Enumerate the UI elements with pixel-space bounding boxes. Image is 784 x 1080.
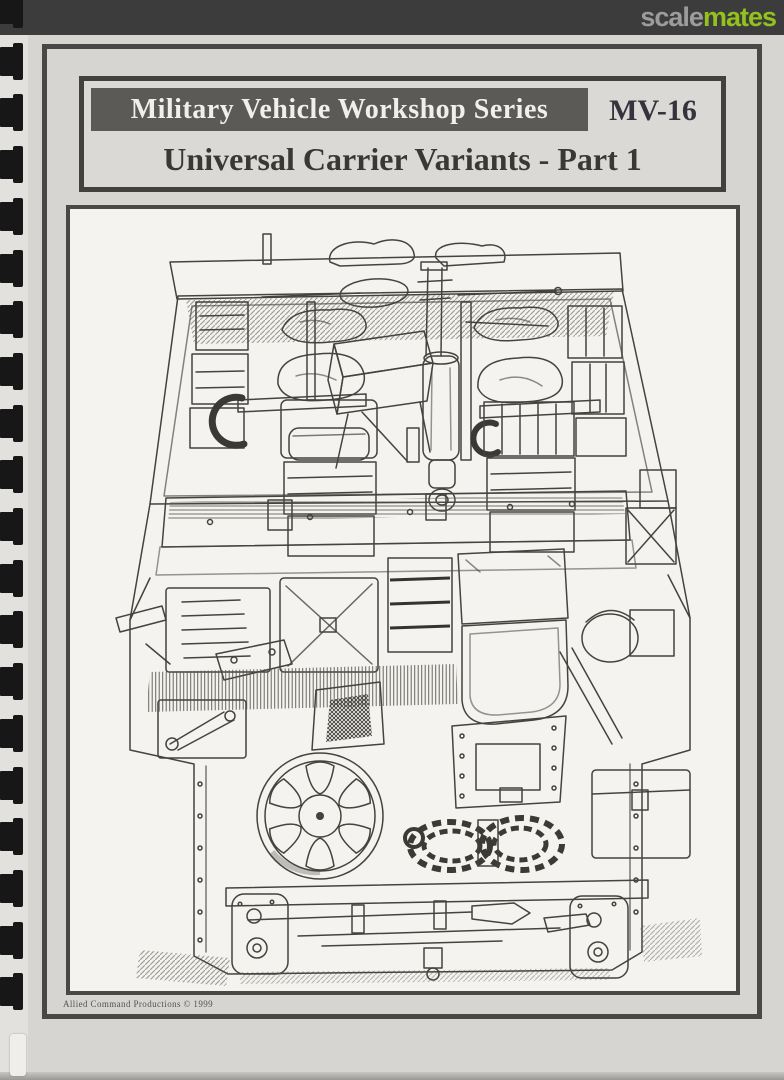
binding-tooth xyxy=(0,973,23,1011)
carrier-illustration xyxy=(115,233,702,986)
binding-tooth xyxy=(0,301,23,339)
left-stowage-bins xyxy=(189,301,249,449)
hull-upper xyxy=(129,233,691,621)
ammo-crate xyxy=(327,330,434,469)
issue-code: MV-16 xyxy=(609,94,697,127)
binding-tooth xyxy=(0,766,23,804)
scalemates-logo-scale: scale xyxy=(640,2,704,32)
right-stowage-bins xyxy=(567,305,677,565)
tow-shackles xyxy=(231,893,629,981)
drive-housing xyxy=(451,715,567,809)
rear-view-mirror xyxy=(115,605,171,665)
right-seat xyxy=(470,399,601,553)
binding-tooth xyxy=(0,714,23,752)
scalemates-logo: scalemates xyxy=(640,0,777,35)
mid-bulkhead xyxy=(155,490,637,576)
scalemates-logo-mates: mates xyxy=(702,2,777,32)
binding-tooth xyxy=(0,0,23,28)
cover-title: Universal Carrier Variants - Part 1 xyxy=(163,141,642,177)
binding-tooth xyxy=(0,42,23,80)
binding-tooth xyxy=(0,146,23,184)
scalemates-watermark-banner: scalemates xyxy=(0,0,784,35)
binding-tooth xyxy=(0,197,23,235)
binding-tooth xyxy=(0,559,23,597)
cover-outer-frame xyxy=(42,44,762,1019)
binding-tooth xyxy=(0,869,23,907)
bow-tools xyxy=(225,879,649,947)
hull-lower xyxy=(129,574,691,975)
tow-chains xyxy=(403,815,565,873)
ground-shading xyxy=(136,918,702,986)
binding-tooth xyxy=(0,921,23,959)
binding-tooth xyxy=(0,249,23,287)
binding-tooth xyxy=(0,508,23,545)
top-stowage xyxy=(261,239,563,327)
binding-tooth xyxy=(0,663,23,701)
spare-wheel xyxy=(256,752,384,880)
illustration-frame xyxy=(66,205,740,995)
binding-tooth xyxy=(0,352,23,390)
binding-punch-slot xyxy=(10,1034,26,1076)
front-plate-fittings xyxy=(146,548,675,759)
left-seat xyxy=(208,301,378,557)
publisher-imprint: Allied Command Productions © 1999 xyxy=(63,999,214,1009)
binding-tooth xyxy=(0,818,23,856)
binding-tooth xyxy=(0,456,23,494)
series-title-bar: Military Vehicle Workshop Series xyxy=(91,88,588,131)
binding-tooth xyxy=(0,611,23,649)
binding-tooth xyxy=(0,404,23,442)
page-bottom-edge xyxy=(0,1072,784,1080)
binding-tooth xyxy=(0,94,23,132)
cover-header-box: Military Vehicle Workshop Series MV-16 U… xyxy=(79,76,726,192)
tool-box xyxy=(591,769,691,859)
